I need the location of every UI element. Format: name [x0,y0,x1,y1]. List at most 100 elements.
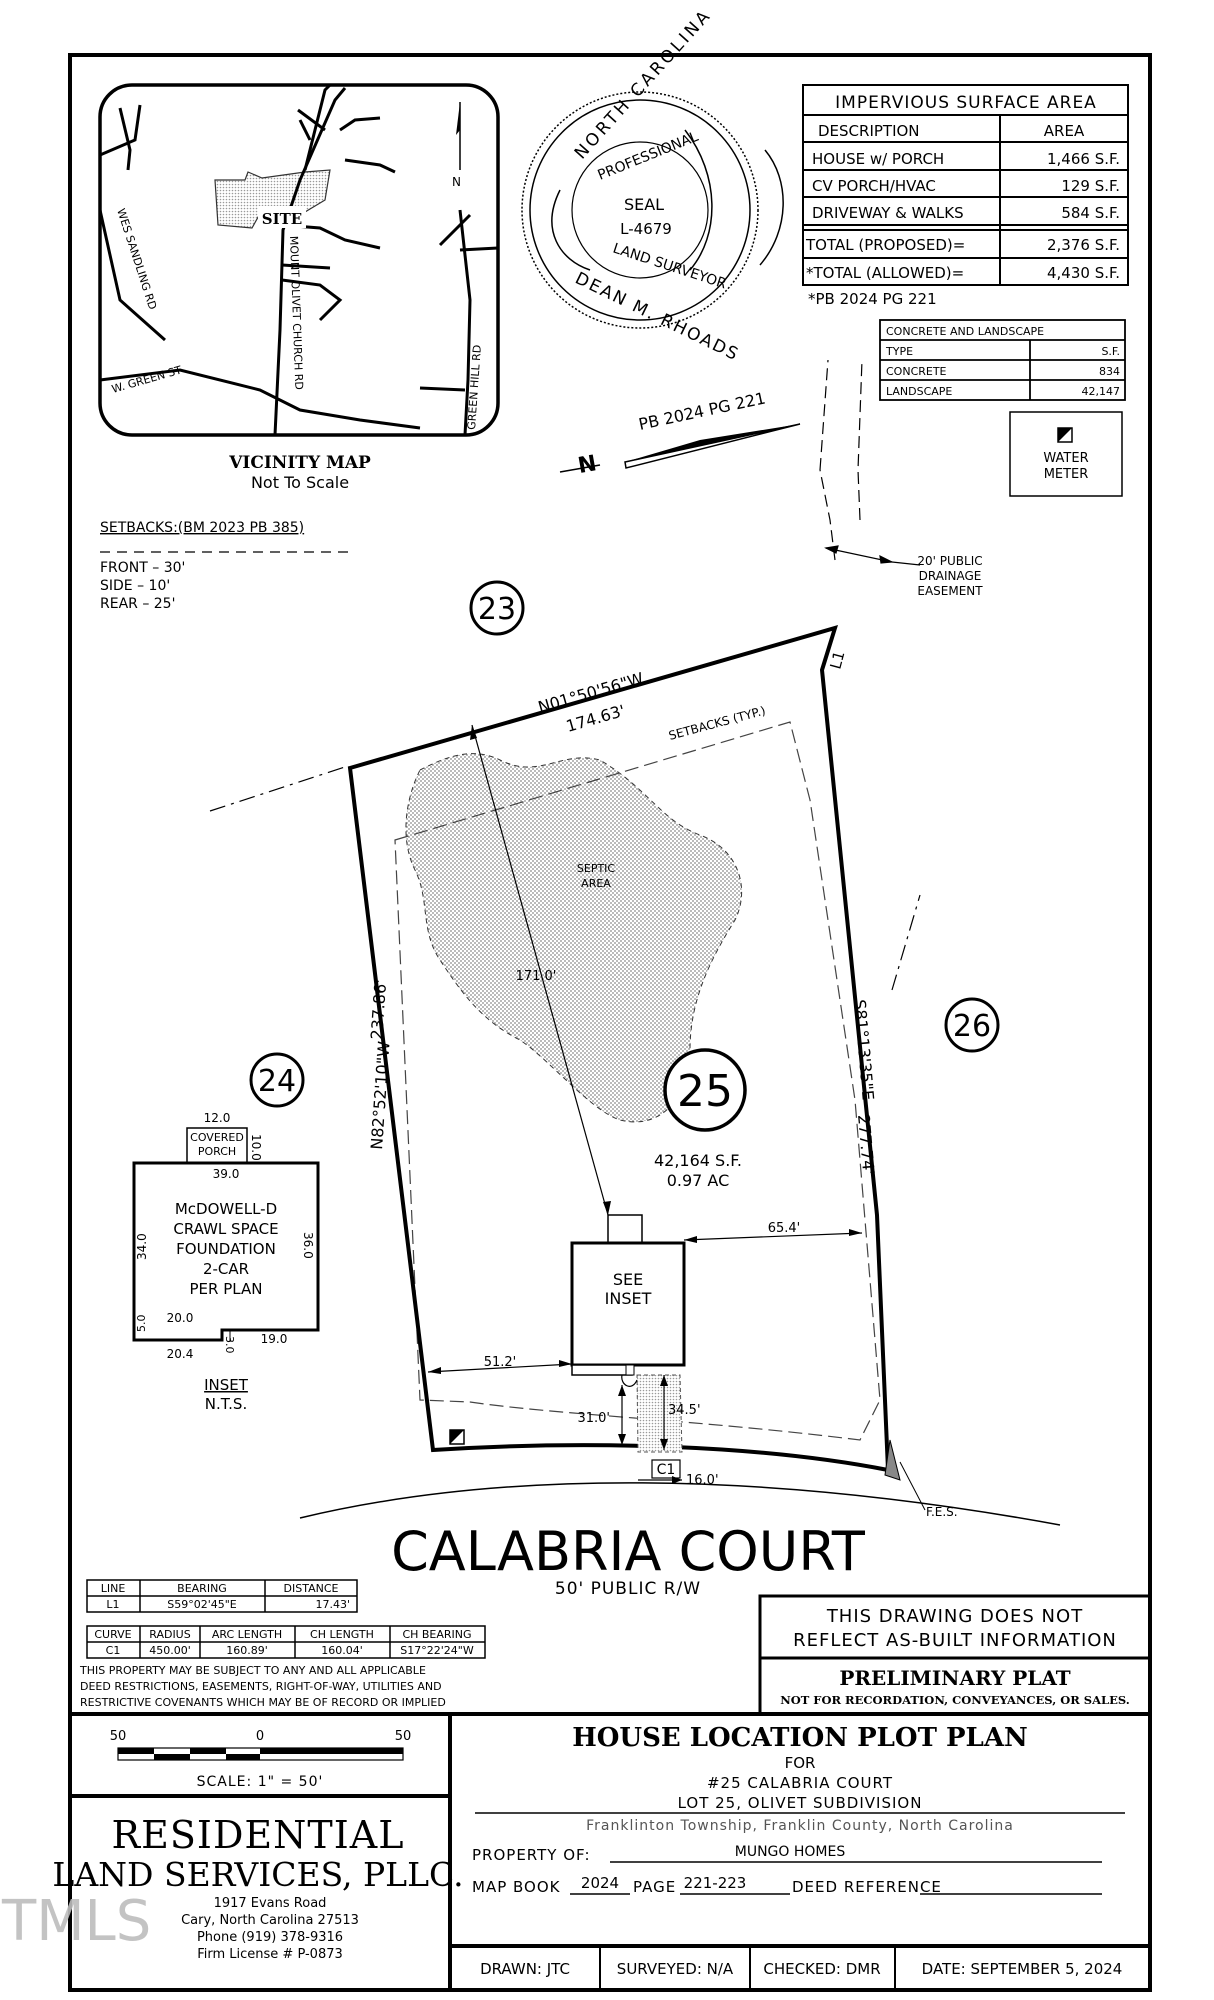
inset-dim: 3.0 [223,1336,236,1354]
curve-table-cell: S17°22'24"W [400,1644,474,1657]
line-table-cell: L1 [106,1598,119,1611]
c1-label: C1 [657,1462,676,1478]
curve-table [86,1625,486,1659]
inset-dim: 20.0 [167,1311,194,1325]
scale-mid: 0 [256,1729,264,1744]
company-address: Cary, North Carolina 27513 [181,1913,359,1928]
inset-dim: 39.0 [213,1167,240,1181]
concrete-row-type: CONCRETE [886,365,947,378]
inset-dim: 12.0 [204,1111,231,1125]
c1-box [651,1459,681,1479]
curve-table-header: CH LENGTH [310,1628,374,1641]
north-reference: PB 2024 PG 221 [637,388,767,433]
dim-51-label: 51.2' [484,1355,517,1370]
impervious-note: *PB 2024 PG 221 [808,290,937,308]
curve-table-header: CURVE [94,1628,131,1641]
company-license: Firm License # P-0873 [197,1947,343,1962]
concrete-row-sf: 42,147 [1082,385,1121,398]
dimension-65 [683,1229,863,1243]
watermark: TMLS [1,1889,151,1954]
page-label: PAGE [633,1878,676,1896]
seal-role: LAND SURVEYOR [611,241,729,293]
see-inset-label: SEE [613,1270,643,1289]
impervious-row-desc: CV PORCH/HVAC [812,177,936,195]
vicinity-site-label: SITE [262,210,302,228]
drainage-label: 20' PUBLIC [917,554,982,568]
septic-label: AREA [581,877,611,890]
plan-township: Franklinton Township, Franklin County, N… [586,1818,1014,1834]
curve-table-header: CH BEARING [402,1628,471,1641]
dim-65-label: 65.4' [768,1221,801,1236]
impervious-col-area: AREA [1044,122,1085,140]
inset-dim: 5.0 [135,1315,148,1333]
inset-dim: 34.0 [135,1233,149,1260]
scale-right: 50 [395,1729,412,1744]
right-of-way-label: 50' PUBLIC R/W [555,1579,701,1599]
right-of-way-line [299,1482,1061,1526]
title-block-dividers [599,1946,896,1990]
impervious-row-area: 584 S.F. [1061,204,1120,222]
asbuilt-text: THIS DRAWING DOES NOT [826,1606,1083,1627]
north-arrow-icon: N [559,423,801,479]
impervious-col-desc: DESCRIPTION [818,122,920,140]
street-name: CALABRIA COURT [391,1520,866,1583]
impervious-row-area: 2,376 S.F. [1047,236,1120,254]
dimension-51 [427,1360,573,1374]
dim-16-label: 16.0' [686,1473,719,1488]
plan-for: FOR [785,1754,816,1772]
right-bearing: S81°13'35"E [850,999,878,1101]
septic-label: SEPTIC [577,862,616,875]
inset-porch-label: PORCH [198,1145,236,1158]
impervious-row-area: 1,466 S.F. [1047,150,1120,168]
inset-text: PER PLAN [190,1280,263,1298]
inset-text: FOUNDATION [176,1240,276,1258]
drainage-label: DRAINAGE [919,569,982,583]
inset-dim: 36.0 [301,1232,315,1259]
vicinity-subtitle: Not To Scale [251,473,349,492]
inset-porch-label: COVERED [190,1131,244,1144]
line-table [86,1579,358,1613]
concrete-col-type: TYPE [885,345,913,358]
drainage-easement [819,359,921,566]
preliminary-subtitle: NOT FOR RECORDATION, CONVEYANCES, OR SAL… [780,1693,1130,1707]
concrete-title: CONCRETE AND LANDSCAPE [886,325,1044,338]
line-table-header: DISTANCE [284,1582,339,1595]
inset-text: McDOWELL-D [175,1200,277,1218]
dim-171-label: 171.0' [516,969,557,984]
plan-date: DATE: SEPTEMBER 5, 2024 [922,1960,1123,1978]
curve-table-cell: 160.04' [321,1644,363,1657]
concrete-col-sf: S.F. [1101,345,1120,358]
right-distance: 277.74' [854,1114,878,1176]
drainage-label: EASEMENT [917,584,983,598]
drawn-by: DRAWN: JTC [480,1960,570,1978]
driveway [636,1374,683,1453]
setbacks-title: SETBACKS:(BM 2023 PB 385) [100,520,304,536]
setbacks-typ-label: SETBACKS (TYP.) [667,704,767,743]
title-block-grid [70,1712,1150,1990]
lot-23-number: 23 [478,592,516,627]
concrete-row-sf: 834 [1099,365,1120,378]
line-table-header: BEARING [177,1582,227,1595]
property-of-value: MUNGO HOMES [735,1844,846,1860]
line-table-header: LINE [101,1582,126,1595]
svg-text:N: N [576,451,598,479]
water-meter-label: WATER [1043,451,1088,466]
vicinity-map: N SITE WES SANDLING RD W. GREEN ST MOUNT… [98,83,500,437]
inset-label: INSET [204,1376,249,1394]
fes-marker [884,1439,926,1511]
adjacent-lot-lines [209,765,921,991]
inset-text: 2-CAR [203,1260,249,1278]
dim-34-label: 34.5' [668,1403,701,1418]
curve-table-cell: C1 [106,1644,121,1657]
impervious-row-desc: HOUSE w/ PORCH [812,150,944,168]
left-bearing: N82°52'10"W [367,1040,394,1150]
lot-25-marker: 25 [663,1048,747,1132]
inset-dim: 10.0 [249,1134,263,1161]
impervious-row-area: 4,430 S.F. [1047,264,1120,282]
page-value: 221-223 [684,1874,747,1892]
plan-title: HOUSE LOCATION PLOT PLAN [572,1723,1028,1753]
seal-seal: SEAL [624,195,664,214]
impervious-title: IMPERVIOUS SURFACE AREA [835,93,1097,113]
plan-address: #25 CALABRIA COURT [707,1774,893,1792]
